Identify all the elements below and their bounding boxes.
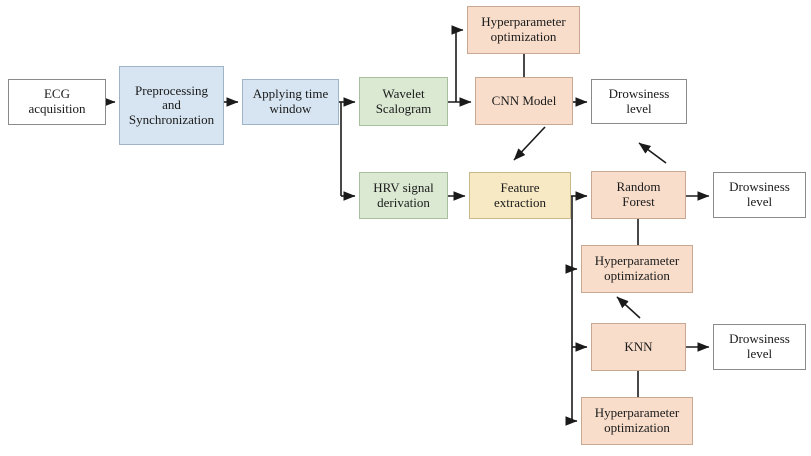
node-cnn[interactable]: CNN Model [475,77,573,125]
node-prep[interactable]: Preprocessing and Synchronization [119,66,224,145]
node-feature[interactable]: Feature extraction [469,172,571,219]
node-wavelet[interactable]: Wavelet Scalogram [359,77,448,126]
node-hpo_knn[interactable]: Hyperparameter optimization [581,397,693,445]
node-drowsy2[interactable]: Drowsiness level [713,172,806,218]
node-hrv[interactable]: HRV signal derivation [359,172,448,219]
node-hpo_rf[interactable]: Hyperparameter optimization [581,245,693,293]
node-drowsy3[interactable]: Drowsiness level [713,324,806,370]
edge-diagonal-into-random-forest [638,142,667,164]
edge-cnn-diagonal-down-left [513,126,546,161]
node-rf[interactable]: Random Forest [591,171,686,219]
node-window[interactable]: Applying time window [242,79,339,125]
node-drowsy1[interactable]: Drowsiness level [591,79,687,124]
node-ecg[interactable]: ECG acquisition [8,79,106,125]
node-knn[interactable]: KNN [591,323,686,371]
node-hpo_cnn[interactable]: Hyperparameter optimization [467,6,580,54]
edge-diagonal-into-hpo-rf [616,296,641,319]
edge-wavelet-cnn-tap-to-hpo [451,25,464,102]
